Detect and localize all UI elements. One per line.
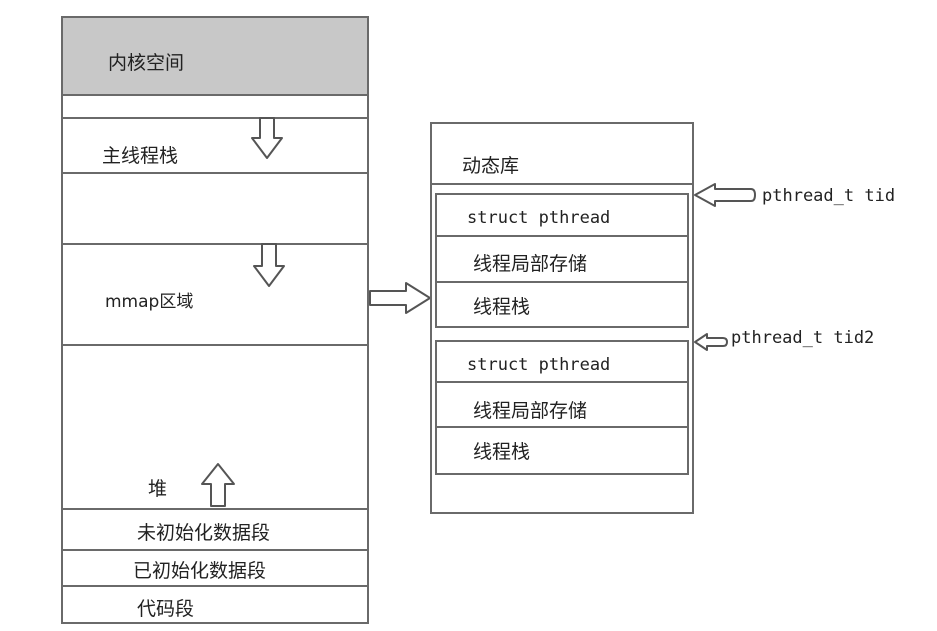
tid2-pointer-arrow-icon <box>694 333 728 351</box>
pthread-tid2-label: pthread_t tid2 <box>731 328 875 348</box>
thread1-stack: 线程栈 <box>473 296 531 318</box>
thread1-tls: 线程局部存储 <box>473 253 588 275</box>
heap-grows-up-arrow-icon <box>201 463 235 507</box>
divider <box>61 172 369 174</box>
mmap-region-label: mmap区域 <box>105 292 194 312</box>
data-segment-label: 已初始化数据段 <box>133 560 267 582</box>
bss-segment-label: 未初始化数据段 <box>137 522 271 544</box>
mmap-to-library-arrow-icon <box>369 282 431 314</box>
thread-block-2 <box>435 340 689 475</box>
thread-block-1 <box>435 193 689 328</box>
text-segment-label: 代码段 <box>137 598 195 620</box>
thread1-struct-pthread: struct pthread <box>467 208 611 228</box>
main-thread-stack-label: 主线程栈 <box>102 145 179 167</box>
bottom-border <box>61 622 369 624</box>
tid-pointer-arrow-icon <box>694 183 756 207</box>
library-title: 动态库 <box>462 155 520 177</box>
right-border <box>367 16 369 624</box>
pthread-tid-label: pthread_t tid <box>762 186 896 206</box>
top-border <box>61 16 369 18</box>
kernel-space-block <box>62 17 368 96</box>
divider <box>435 381 689 383</box>
stack-grows-down-arrow-icon <box>251 117 283 159</box>
divider <box>61 585 369 587</box>
thread2-stack: 线程栈 <box>473 441 531 463</box>
library-outer-box <box>430 122 694 514</box>
divider <box>435 235 689 237</box>
heap-label: 堆 <box>148 478 168 500</box>
library-title-divider <box>430 183 694 185</box>
divider <box>61 243 369 245</box>
divider <box>435 281 689 283</box>
divider <box>435 426 689 428</box>
kernel-space-label: 内核空间 <box>108 52 185 74</box>
left-border <box>61 16 63 624</box>
thread2-tls: 线程局部存储 <box>473 400 588 422</box>
divider <box>61 117 369 119</box>
divider <box>61 344 369 346</box>
mmap-grows-down-arrow-icon <box>253 243 285 287</box>
divider <box>61 508 369 510</box>
divider <box>61 549 369 551</box>
thread2-struct-pthread: struct pthread <box>467 355 611 375</box>
